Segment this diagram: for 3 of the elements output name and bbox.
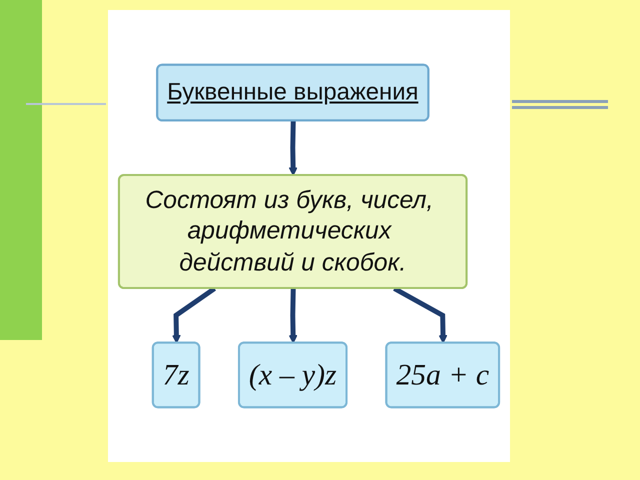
arrow (288, 120, 298, 176)
arrow (288, 288, 298, 344)
panel-background: Буквенные выражения Состоят из букв, чисел, арифметических действий и скобок. 7z (x – y)z 25a + c (108, 10, 510, 462)
